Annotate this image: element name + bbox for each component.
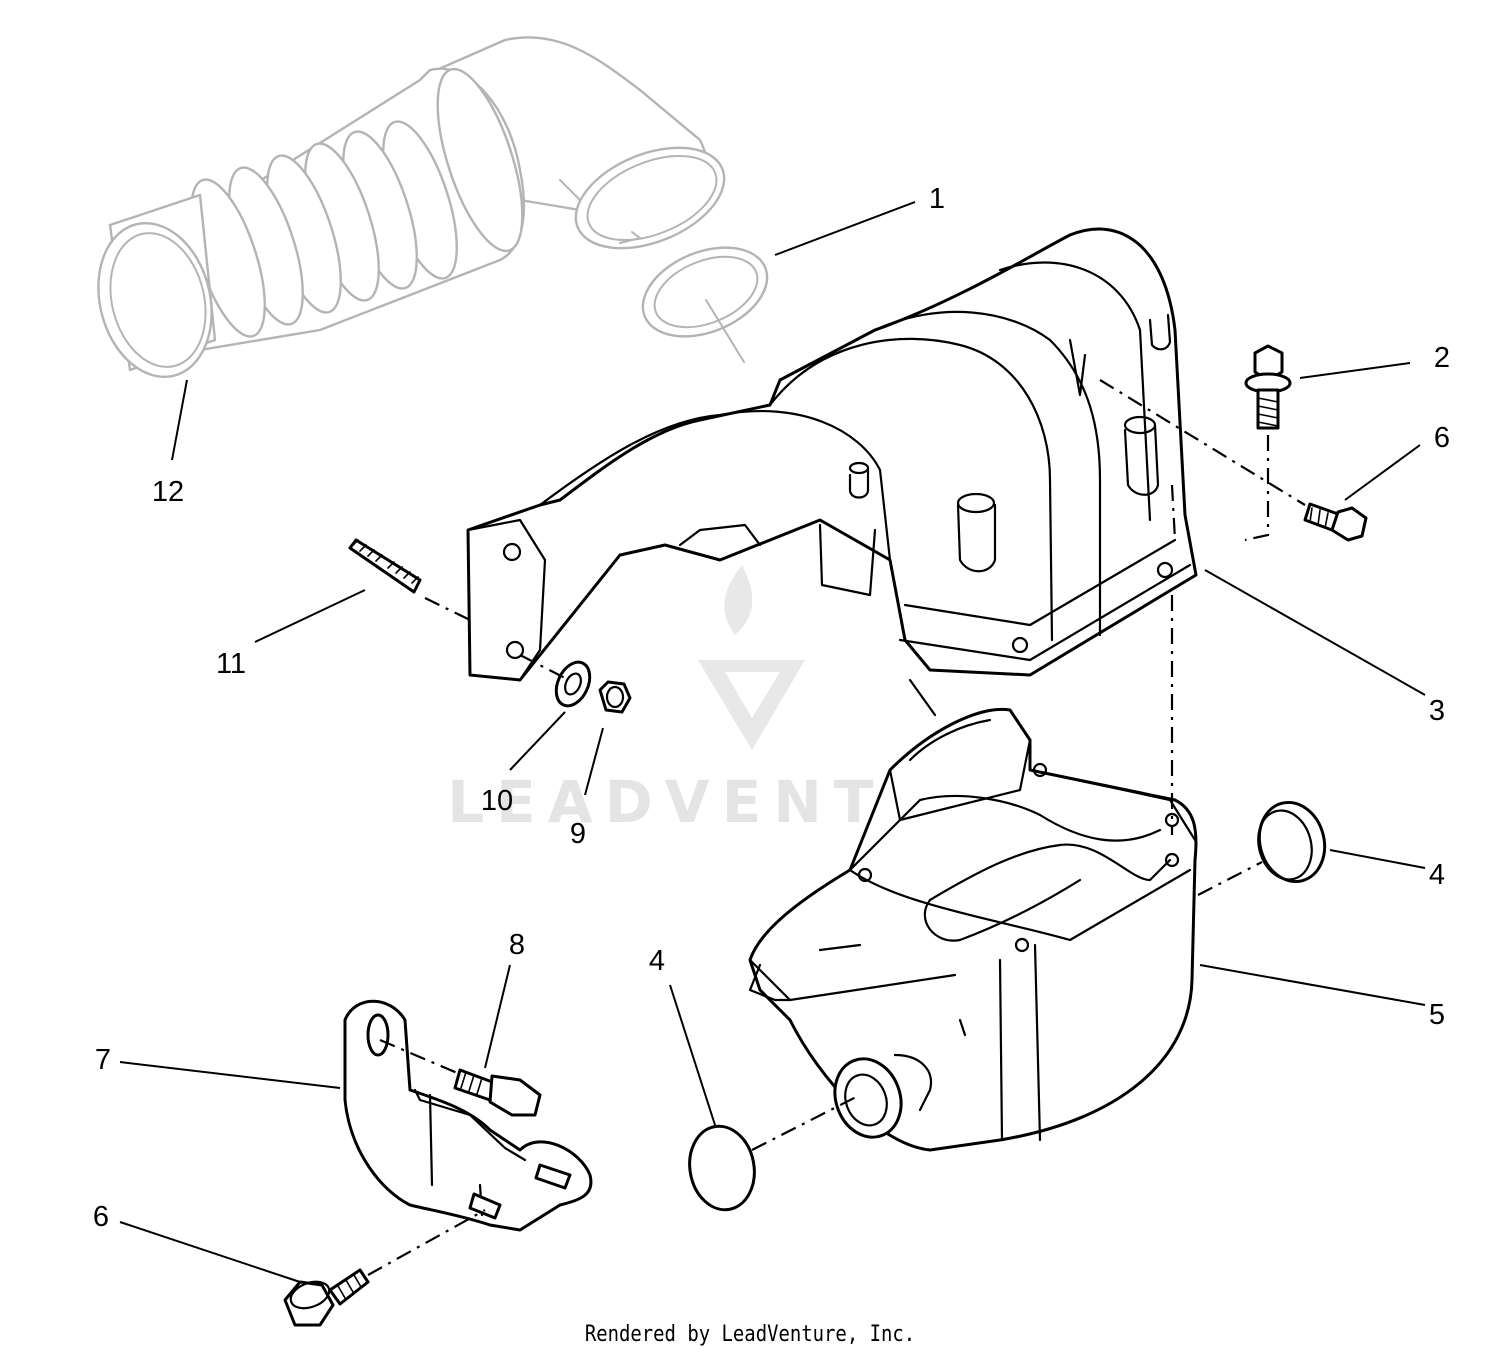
callout-4-right: 4 [1429,859,1445,891]
callout-12: 12 [152,476,184,508]
gasket-ring[interactable] [630,231,781,363]
bolt-right[interactable] [1303,502,1368,542]
plug-left[interactable] [683,1121,761,1215]
watermark-flame-icon [724,565,753,635]
callout-8: 8 [509,929,525,961]
callout-labels: 1 2 6 3 4 5 4 8 7 6 11 10 9 12 [93,183,1450,1233]
stud[interactable] [348,538,422,594]
bolt-bracket-upper[interactable] [453,1068,542,1117]
callout-9: 9 [570,818,586,850]
lock-washer[interactable] [550,657,597,711]
air-duct-hose[interactable] [83,36,709,389]
callout-11: 11 [216,648,246,680]
callout-7: 7 [95,1044,111,1076]
bolt-flange[interactable] [1244,344,1292,430]
callout-10: 10 [481,785,513,817]
callout-6-right: 6 [1434,422,1450,454]
mounting-bracket[interactable] [343,999,593,1232]
leader-lines [119,201,1426,1283]
intake-manifold[interactable] [466,227,1198,717]
hose-clamp [574,146,726,250]
callout-1: 1 [929,183,945,215]
callout-4-left: 4 [649,945,665,977]
callout-3: 3 [1429,695,1445,727]
hex-nut[interactable] [598,680,632,714]
air-cleaner-housing[interactable] [748,707,1198,1152]
watermark-logo-icon [698,660,805,750]
callout-5: 5 [1429,999,1445,1031]
bolt-bracket-lower[interactable] [283,1268,370,1327]
alignment-lines [367,379,1306,1276]
callout-2: 2 [1434,342,1450,374]
callout-6-left: 6 [93,1201,109,1233]
footer-credit: Rendered by LeadVenture, Inc. [584,1322,916,1347]
plug-right[interactable] [1251,795,1334,889]
